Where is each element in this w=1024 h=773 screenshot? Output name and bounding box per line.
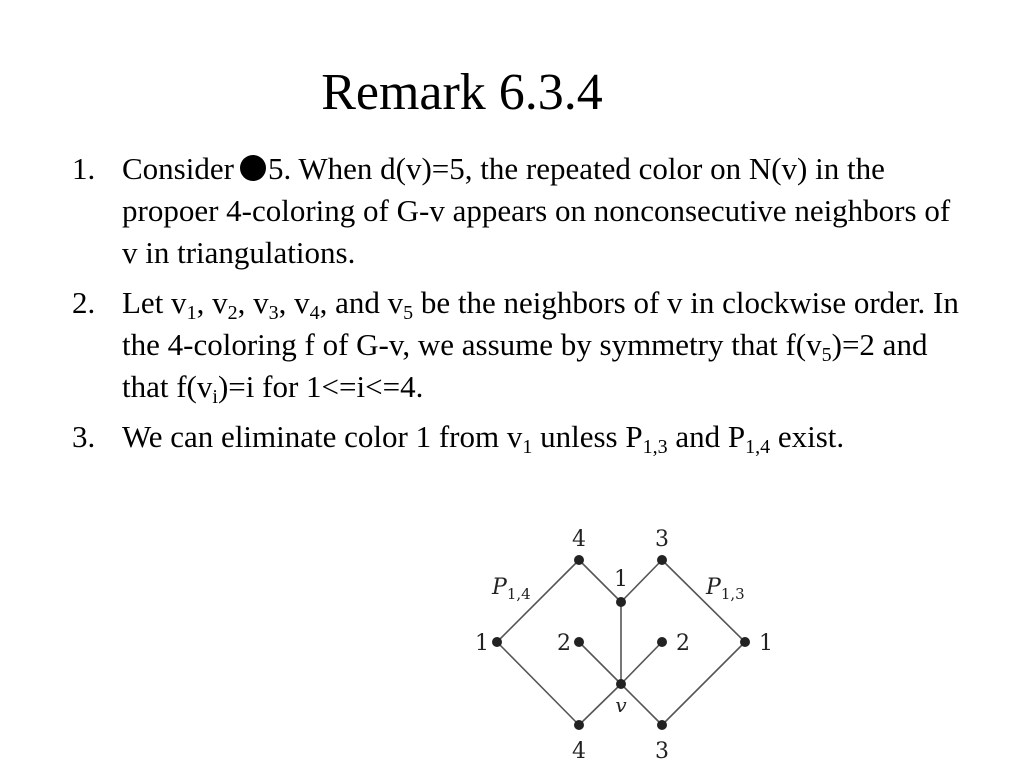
node bbox=[574, 555, 584, 565]
list-item-2: 2. Let v1, v2, v3, v4, and v5 be the nei… bbox=[72, 282, 972, 408]
item-text: Let v1, v2, v3, v4, and v5 be the neighb… bbox=[122, 285, 959, 407]
slide-title: Remark 6.3.4 bbox=[321, 64, 603, 121]
node bbox=[657, 637, 667, 647]
node-label: 1 bbox=[614, 567, 628, 592]
path-labels: P1,4 P1,3 bbox=[491, 575, 745, 603]
edge bbox=[578, 559, 622, 603]
text-segment: unless P bbox=[532, 419, 643, 454]
node-label: 1 bbox=[759, 631, 773, 656]
subscript: 3 bbox=[268, 302, 279, 324]
subscript: 1 bbox=[522, 436, 533, 458]
subscript: 1,4 bbox=[745, 436, 771, 458]
node-label: 4 bbox=[572, 527, 586, 552]
item-text-pre: Consider bbox=[122, 151, 234, 186]
subscript: 1,3 bbox=[642, 436, 668, 458]
edge bbox=[661, 559, 746, 643]
graph-nodes bbox=[492, 555, 750, 730]
path-label-p14: P1,4 bbox=[491, 575, 531, 603]
item-number: 1. bbox=[72, 151, 96, 186]
path-label-sub: 1,4 bbox=[507, 585, 531, 603]
path-label-p13: P1,3 bbox=[705, 575, 745, 603]
node bbox=[492, 637, 502, 647]
node-label: 3 bbox=[655, 527, 669, 552]
text-segment: , and v bbox=[319, 285, 404, 320]
text-segment: be the neighbors of v in clockwise order… bbox=[122, 285, 959, 362]
node bbox=[574, 720, 584, 730]
node bbox=[616, 597, 626, 607]
path-label-main: P bbox=[491, 575, 508, 600]
subscript: 4 bbox=[309, 302, 320, 324]
item-text-post: 5. When d(v)=5, the repeated color on N(… bbox=[122, 151, 951, 270]
subscript: 5 bbox=[403, 302, 414, 324]
node bbox=[657, 555, 667, 565]
text-segment: exist. bbox=[770, 419, 845, 454]
edge bbox=[620, 559, 663, 603]
text-segment: , v bbox=[196, 285, 228, 320]
edge bbox=[496, 559, 580, 643]
text-segment: and P bbox=[667, 419, 746, 454]
node bbox=[616, 679, 626, 689]
node bbox=[657, 720, 667, 730]
text-segment: , v bbox=[278, 285, 310, 320]
node bbox=[740, 637, 750, 647]
node-label: 3 bbox=[655, 739, 669, 764]
node-label: 2 bbox=[557, 631, 571, 656]
node-label: 1 bbox=[475, 631, 489, 656]
node bbox=[574, 637, 584, 647]
edge bbox=[578, 683, 622, 726]
graph-edges bbox=[496, 559, 746, 726]
subscript: i bbox=[212, 386, 218, 408]
edge bbox=[578, 641, 622, 685]
subscript: 5 bbox=[821, 344, 832, 366]
path-label-main: P bbox=[705, 575, 722, 600]
edge bbox=[661, 641, 746, 726]
coloring-diagram: 4 3 1 1 2 2 1 4 3 v P1,4 P1,3 bbox=[460, 518, 780, 768]
subscript: 2 bbox=[227, 302, 238, 324]
path-label-sub: 1,3 bbox=[721, 585, 745, 603]
item-number: 2. bbox=[72, 285, 96, 320]
vertex-v-label: v bbox=[615, 693, 627, 717]
text-segment: )=i for 1<=i<=4. bbox=[217, 369, 424, 404]
edge bbox=[620, 683, 663, 726]
edge bbox=[496, 641, 580, 726]
filled-circle-icon bbox=[239, 155, 266, 181]
node-label: 4 bbox=[572, 739, 586, 764]
list-item-3: 3. We can eliminate color 1 from v1 unle… bbox=[72, 416, 972, 458]
subscript: 1 bbox=[186, 302, 197, 324]
text-segment: )=2 and that f(v bbox=[122, 327, 928, 404]
item-text: We can eliminate color 1 from v1 unless … bbox=[122, 419, 845, 457]
item-number: 3. bbox=[72, 419, 96, 454]
text-segment: , v bbox=[237, 285, 269, 320]
text-segment: Let v bbox=[122, 285, 187, 320]
graph-labels: 4 3 1 1 2 2 1 4 3 v bbox=[475, 527, 773, 764]
edge bbox=[620, 641, 663, 685]
text-segment: We can eliminate color 1 from v bbox=[122, 419, 523, 454]
node-label: 2 bbox=[676, 631, 690, 656]
graph-svg: 4 3 1 1 2 2 1 4 3 v P1,4 P1,3 bbox=[475, 527, 773, 764]
